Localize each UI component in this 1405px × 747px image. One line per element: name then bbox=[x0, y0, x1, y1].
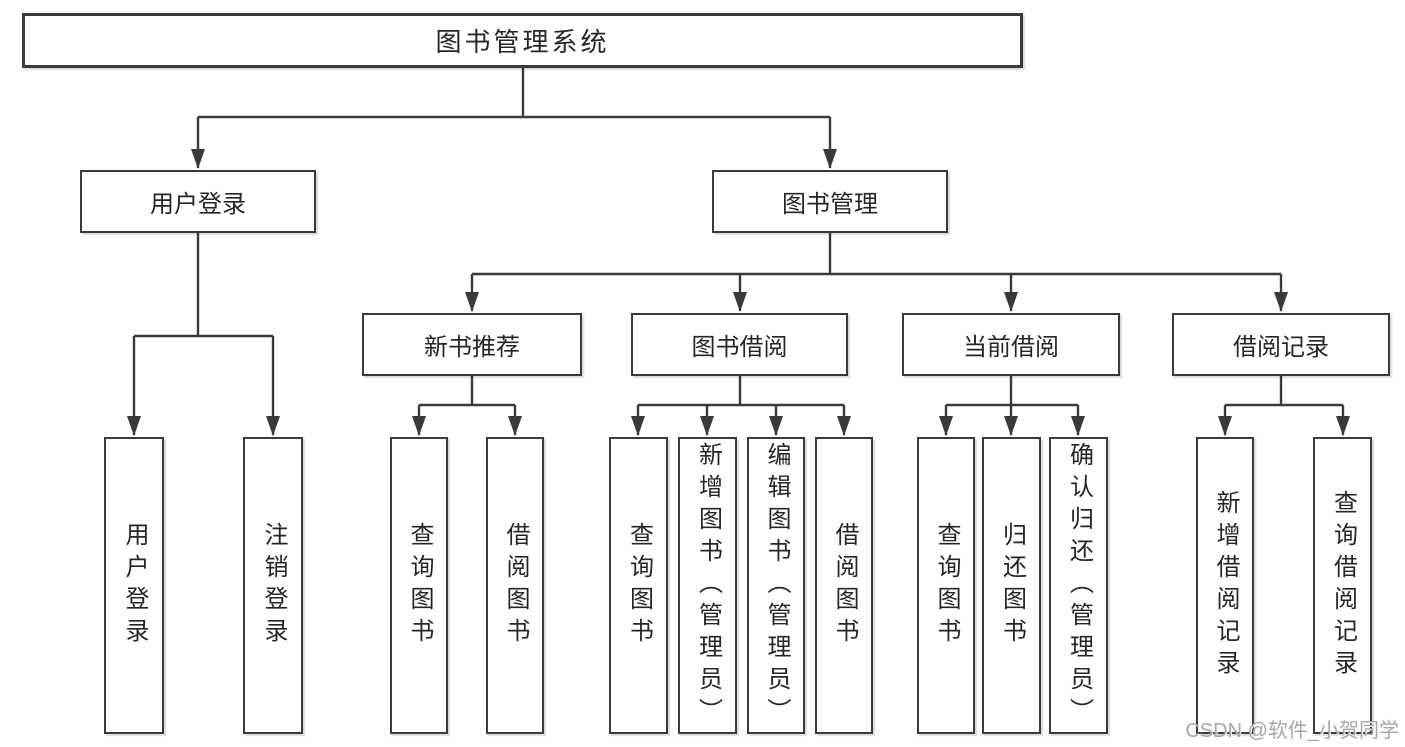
leaf-label: 归还图书 bbox=[998, 521, 1026, 650]
node-book-management: 图书管理 bbox=[712, 170, 948, 233]
node-book-borrowing: 图书借阅 bbox=[631, 313, 848, 376]
node-label: 图书借阅 bbox=[691, 334, 788, 361]
leaf-query-books-current: 查询图书 bbox=[917, 437, 975, 734]
leaf-add-borrow-record: 新增借阅记录 bbox=[1196, 437, 1254, 734]
leaf-label: 查询图书 bbox=[625, 521, 653, 650]
leaf-edit-book-admin: 编辑图书（管理员） bbox=[747, 437, 805, 734]
leaf-label: 查询图书 bbox=[933, 521, 960, 650]
leaf-label: 编辑图书（管理员） bbox=[763, 441, 790, 730]
node-label: 当前借阅 bbox=[963, 334, 1059, 361]
leaf-label: 确认归还（管理员） bbox=[1065, 441, 1093, 730]
leaf-user-login: 用户登录 bbox=[104, 437, 164, 734]
node-library-management-system: 图书管理系统 bbox=[22, 13, 1023, 68]
node-new-book-recommend: 新书推荐 bbox=[362, 313, 582, 376]
leaf-label: 借阅图书 bbox=[831, 521, 858, 650]
leaf-label: 注销登录 bbox=[260, 521, 287, 650]
csdn-watermark: CSDN @软件_小贺同学 bbox=[1185, 720, 1399, 742]
leaf-borrow-books-recommend: 借阅图书 bbox=[486, 437, 544, 734]
node-label: 用户登录 bbox=[150, 191, 246, 218]
leaf-borrow-books-borrowing: 借阅图书 bbox=[815, 437, 873, 734]
leaf-label: 查询图书 bbox=[406, 521, 433, 650]
leaf-label: 新增借阅记录 bbox=[1212, 489, 1239, 682]
node-label: 借阅记录 bbox=[1233, 334, 1329, 361]
leaf-query-books-borrowing: 查询图书 bbox=[609, 437, 668, 734]
node-label: 图书管理 bbox=[782, 191, 878, 218]
leaf-label: 用户登录 bbox=[121, 521, 148, 650]
leaf-query-books-recommend: 查询图书 bbox=[390, 437, 448, 734]
node-label: 图书管理系统 bbox=[435, 27, 610, 57]
leaf-query-borrow-record: 查询借阅记录 bbox=[1313, 437, 1372, 734]
node-borrowing-records: 借阅记录 bbox=[1172, 313, 1390, 376]
leaf-label: 借阅图书 bbox=[502, 521, 529, 650]
leaf-return-book: 归还图书 bbox=[982, 437, 1041, 734]
node-label: 新书推荐 bbox=[424, 334, 520, 361]
leaf-label: 新增图书（管理员） bbox=[694, 441, 722, 730]
leaf-label: 查询借阅记录 bbox=[1329, 489, 1357, 682]
leaf-logout: 注销登录 bbox=[243, 437, 303, 734]
node-user-login: 用户登录 bbox=[80, 170, 316, 233]
leaf-confirm-return-admin: 确认归还（管理员） bbox=[1049, 437, 1108, 734]
node-current-borrowing: 当前借阅 bbox=[902, 313, 1120, 376]
leaf-add-book-admin: 新增图书（管理员） bbox=[678, 437, 737, 734]
